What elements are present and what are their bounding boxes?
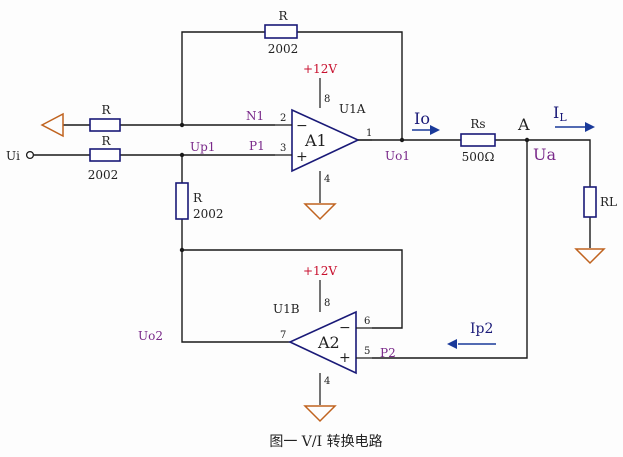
a1-pin-noninv: 3 <box>280 143 286 154</box>
label-r-n1: R <box>101 103 111 117</box>
a2-plus-sign: + <box>339 350 351 366</box>
figure-caption: 图一 V/I 转换电路 <box>269 433 382 450</box>
label-r-feedback-value: 2002 <box>268 42 299 56</box>
a1-pin-vplus: 8 <box>324 94 330 105</box>
il-arrow-icon <box>555 122 595 132</box>
a1-pin-vminus: 4 <box>324 174 330 185</box>
a2-ref: U1B <box>273 302 300 316</box>
a2-name: A2 <box>317 333 340 352</box>
label-r-ui: R <box>101 134 111 148</box>
junction-a <box>524 137 530 143</box>
p2-wire <box>372 140 528 359</box>
wires <box>34 31 591 359</box>
a2-pin-inv: 6 <box>364 316 370 327</box>
resistor-up1 <box>175 182 189 220</box>
label-rl: RL <box>600 195 617 209</box>
a1-pin-out: 1 <box>366 128 372 139</box>
node-ip2-label: Ip2 <box>470 321 493 337</box>
io-arrow-icon <box>412 125 440 135</box>
label-rs: Rs <box>470 117 485 131</box>
a2-minus-sign: − <box>339 320 351 336</box>
node-p2-label: P2 <box>380 346 396 360</box>
resistor-rs <box>460 133 496 147</box>
a1-plus-sign: + <box>296 149 308 165</box>
node-p1-label: P1 <box>249 139 265 153</box>
a2-pin-noninv: 5 <box>364 346 370 357</box>
ui-terminal <box>25 150 35 160</box>
ground-left-icon <box>40 112 64 138</box>
resistor-feedback <box>264 24 298 39</box>
node-il-label: IL <box>553 103 567 124</box>
op-amp-a2 <box>288 280 372 388</box>
label-rs-value: 500Ω <box>462 150 495 164</box>
label-r-ui-value: 2002 <box>88 168 119 182</box>
a2-supply-label: +12V <box>303 264 337 278</box>
a2-feedback-wire <box>182 249 403 329</box>
label-r-up1-value: 2002 <box>193 207 224 221</box>
resistor-rl <box>583 186 597 218</box>
node-ui-label: Ui <box>6 149 20 163</box>
ground-a2-icon <box>303 388 337 423</box>
a2-pin-vplus: 8 <box>324 298 330 309</box>
a2-pin-vminus: 4 <box>324 376 330 387</box>
a2-pin-out: 7 <box>280 330 286 341</box>
node-a-label: A <box>517 115 530 134</box>
node-uo1-label: Uo1 <box>385 149 410 163</box>
junction-up1 <box>179 152 185 158</box>
node-uo2-label: Uo2 <box>138 329 163 343</box>
junction-lower <box>179 247 185 253</box>
a1-supply-label: +12V <box>303 62 337 76</box>
node-ua-label: Ua <box>533 145 556 164</box>
junction-n1 <box>179 122 185 128</box>
node-up1-label: Up1 <box>190 140 215 154</box>
node-io-label: Io <box>414 109 430 128</box>
resistor-n1 <box>89 118 121 132</box>
op-amp-a1 <box>275 78 372 186</box>
ip2-arrow-icon <box>447 339 496 349</box>
ground-rl-icon <box>574 248 606 265</box>
label-r-feedback: R <box>278 9 288 23</box>
a1-minus-sign: − <box>296 118 308 134</box>
label-r-up1: R <box>193 191 203 205</box>
a1-name: A1 <box>304 131 327 150</box>
junction-uo1 <box>399 137 405 143</box>
a1-pin-inv: 2 <box>280 113 286 124</box>
resistor-ui <box>89 148 121 162</box>
a1-ref: U1A <box>339 102 366 116</box>
node-n1-label: N1 <box>246 109 264 123</box>
uo2-wire <box>181 250 290 343</box>
ground-a1-icon <box>303 186 337 221</box>
